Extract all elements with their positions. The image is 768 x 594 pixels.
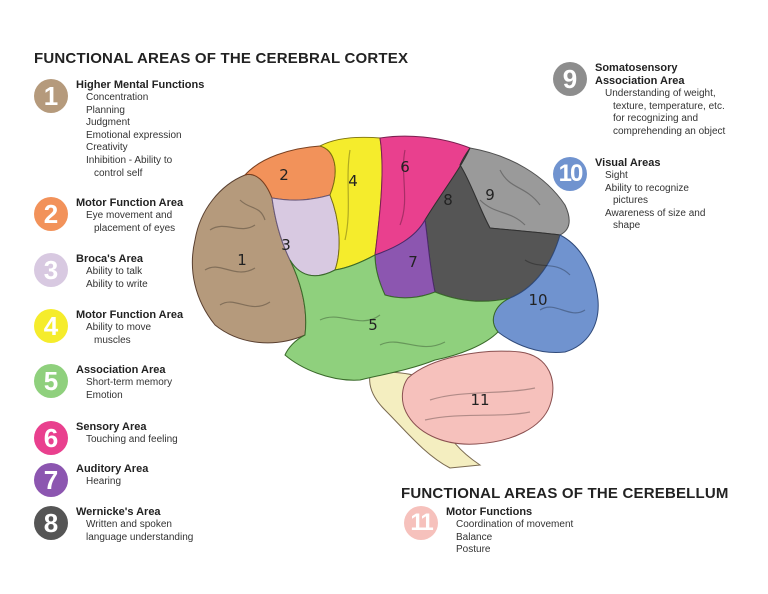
legend-badge-5: 5 (34, 364, 68, 398)
legend-line: Emotional expression (86, 129, 182, 141)
legend-badge-6: 6 (34, 421, 68, 455)
legend-line: texture, temperature, etc. (613, 100, 725, 112)
legend-title-9: Somatosensory Association Area (595, 62, 685, 87)
legend-line: Ability to recognize (605, 182, 689, 194)
brain-illustration: 1 2 3 4 5 6 7 8 9 10 11 (191, 135, 599, 469)
region-label-2: 2 (279, 166, 289, 184)
legend-badge-10: 10 (553, 157, 587, 191)
legend-line: Balance (456, 531, 493, 543)
legend-line: Emotion (86, 389, 123, 401)
region-5-shape (284, 254, 511, 381)
region-label-11: 11 (470, 391, 489, 409)
legend-badge-7: 7 (34, 463, 68, 497)
legend-title-2: Motor Function Area (76, 197, 184, 209)
legend-title-1: Higher Mental Functions (76, 79, 205, 91)
legend-title-11: Motor Functions (446, 506, 533, 518)
region-10-shape (492, 234, 599, 354)
region-label-4: 4 (348, 172, 358, 190)
legend-title-4: Motor Function Area (76, 309, 184, 321)
legend-line: placement of eyes (94, 222, 176, 234)
legend-title-3: Broca's Area (76, 253, 144, 265)
legend-title-10: Visual Areas (595, 157, 661, 169)
region-label-1: 1 (237, 251, 247, 269)
legend-line: Short-term memory (86, 377, 173, 388)
region-label-8: 8 (443, 191, 453, 209)
legend-title-6: Sensory Area (76, 421, 147, 433)
legend-line: Ability to move (86, 322, 152, 333)
legend-line: control self (94, 167, 143, 179)
legend-line: Posture (456, 544, 491, 556)
region-label-6: 6 (400, 158, 410, 176)
legend-line: muscles (94, 334, 131, 346)
legend-line: Creativity (86, 142, 128, 154)
legend-line: Sight (605, 170, 628, 181)
cerebellum-title: FUNCTIONAL AREAS OF THE CEREBELLUM (401, 485, 729, 502)
legend-line: language understanding (86, 531, 194, 543)
legend-line: Touching and feeling (86, 434, 178, 445)
region-label-3: 3 (281, 236, 291, 254)
legend-line: Inhibition - Ability to (86, 154, 173, 166)
legend-line: Understanding of weight, (605, 88, 716, 99)
legend-badge-3: 3 (34, 253, 68, 287)
legend-line: Awareness of size and (605, 207, 706, 219)
legend-line: Ability to write (86, 278, 148, 290)
region-label-10: 10 (528, 291, 547, 309)
region-label-9: 9 (485, 186, 495, 204)
legend-title-7: Auditory Area (76, 463, 149, 475)
legend-badge-11: 11 (404, 506, 438, 540)
legend-line: Judgment (86, 117, 130, 129)
region-label-7: 7 (408, 253, 418, 271)
cortex-title: FUNCTIONAL AREAS OF THE CEREBRAL CORTEX (34, 50, 409, 67)
legend-line: for recognizing and (613, 113, 699, 125)
legend-line: Planning (86, 104, 125, 116)
legend-title-8: Wernicke's Area (76, 506, 161, 518)
legend-badge-1: 1 (34, 79, 68, 113)
region-11-shape (401, 350, 554, 445)
legend-line: Coordination of movement (456, 519, 574, 530)
legend-badge-2: 2 (34, 197, 68, 231)
gyri-texture (204, 149, 586, 421)
legend-line: comprehending an object (613, 125, 726, 137)
legend-line: Eye movement and (86, 210, 173, 221)
legend-badge-8: 8 (34, 506, 68, 540)
legend-line: pictures (613, 195, 649, 207)
legend-line: shape (613, 220, 641, 232)
legend-line: Hearing (86, 476, 122, 487)
legend-line: Ability to talk (86, 266, 143, 277)
legend-title-5: Association Area (76, 364, 166, 376)
legend-line: Written and spoken (86, 519, 172, 530)
legend-badge-4: 4 (34, 309, 68, 343)
legend-badge-9: 9 (553, 62, 587, 96)
region-label-5: 5 (368, 316, 378, 334)
legend-line: Concentration (86, 92, 149, 103)
